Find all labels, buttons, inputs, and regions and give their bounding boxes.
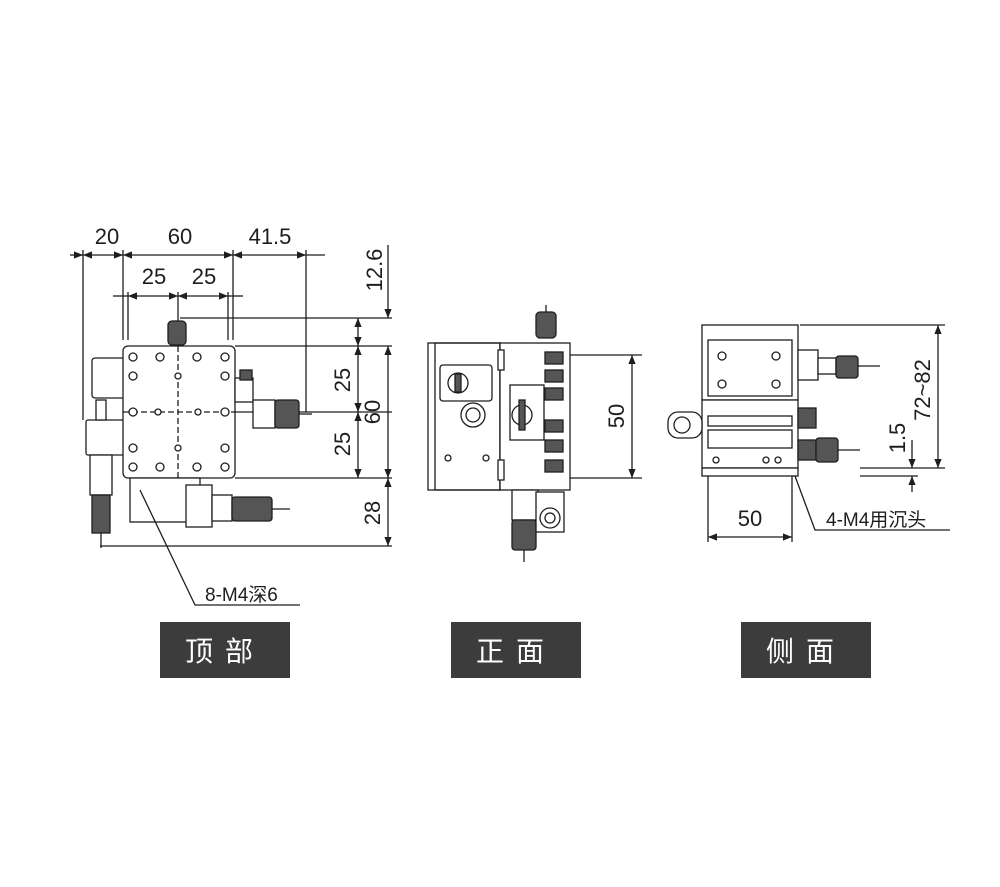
- top-view: [70, 250, 392, 606]
- dim-12-6: 12.6: [362, 249, 387, 292]
- dim-25-lower: 25: [330, 432, 355, 456]
- dim-25-right: 25: [192, 264, 216, 289]
- dim-41-5: 41.5: [249, 224, 292, 249]
- dim-60: 60: [168, 224, 192, 249]
- side-view-note: 4-M4用沉头: [826, 509, 926, 531]
- front-view-dims: [570, 354, 642, 479]
- side-view-dims: [707, 324, 945, 542]
- dim-20: 20: [95, 224, 119, 249]
- dim-72-82: 72~82: [910, 359, 935, 421]
- dim-25-left: 25: [142, 264, 166, 289]
- front-view: [427, 305, 571, 562]
- top-view-note: 8-M4深6: [205, 584, 278, 606]
- side-view-caption: 侧面: [741, 622, 871, 678]
- dim-28: 28: [360, 501, 385, 525]
- top-view-right-dims: [354, 245, 392, 546]
- side-view: [667, 324, 950, 531]
- dim-side-50: 50: [738, 506, 762, 531]
- dim-1-5: 1.5: [885, 423, 910, 454]
- top-view-caption: 顶部: [160, 622, 290, 678]
- front-view-caption: 正面: [451, 622, 581, 678]
- dim-front-50: 50: [604, 404, 629, 428]
- dim-25-upper: 25: [330, 368, 355, 392]
- top-view-holes: [128, 352, 230, 472]
- dim-60-vertical: 60: [360, 400, 385, 424]
